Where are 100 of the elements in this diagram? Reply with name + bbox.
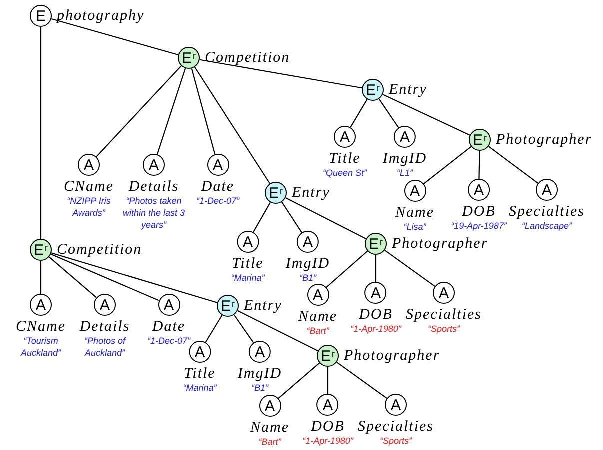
attribute-circle: A <box>317 394 339 416</box>
attribute-value: “Sports” <box>380 435 412 447</box>
attribute-circle: A <box>297 231 319 253</box>
attribute-name: Details <box>128 179 180 195</box>
attribute-name: Name <box>250 420 290 436</box>
attribute-name: Name <box>396 205 434 221</box>
attribute-value: “NZIPP Iris Awards” <box>66 195 112 219</box>
element-circle: E$^{r}$ <box>362 79 384 101</box>
element-name: Photographer <box>496 132 592 148</box>
attribute-name: ImgID <box>382 151 428 167</box>
element-name: Competition <box>57 242 142 258</box>
attribute-name: DOB <box>311 419 345 435</box>
attribute-name: Title <box>184 366 216 382</box>
attribute-value: “Photos of Auckland” <box>83 335 128 359</box>
attribute-name: Title <box>329 151 361 167</box>
attribute-value: “Lisa” <box>404 221 426 233</box>
attribute-value: “1-Dec-07” <box>148 335 190 347</box>
element-name: Entry <box>292 185 330 201</box>
attribute-circle: A <box>207 154 229 176</box>
element-name: Entry <box>244 298 282 314</box>
attribute-circle: A <box>394 126 416 148</box>
connector-line <box>278 362 320 400</box>
connector-line <box>282 202 302 234</box>
connector-line <box>40 27 42 239</box>
attribute-name: Title <box>232 256 264 272</box>
attribute-circle: A <box>30 294 52 316</box>
connector-line <box>234 314 254 344</box>
attribute-name: ImgID <box>286 256 330 272</box>
attribute-value: “B1” <box>299 272 316 284</box>
connector-line <box>51 18 179 56</box>
connector-line <box>286 198 366 240</box>
connector-line <box>478 150 480 180</box>
element-name: Photographer <box>392 236 488 252</box>
attribute-circle: A <box>468 179 490 201</box>
attribute-name: Details <box>80 319 130 335</box>
attribute-circle: A <box>365 282 387 304</box>
connector-line <box>327 367 329 394</box>
connector-line <box>205 315 223 343</box>
attribute-circle: A <box>94 294 116 316</box>
connector-line <box>191 68 216 155</box>
attribute-circle: A <box>334 126 356 148</box>
attribute-value: “Landscape” <box>522 220 572 232</box>
attribute-name: ImgID <box>238 366 282 382</box>
connector-line <box>350 99 368 128</box>
attribute-value: “Photos taken within the last 3 years” <box>122 195 186 231</box>
element-circle: E$^{r}$ <box>317 345 339 367</box>
connector-line <box>50 254 160 302</box>
element-circle: E$^{r}$ <box>469 129 491 151</box>
connector-line <box>156 68 186 155</box>
connector-line <box>384 250 436 288</box>
connector-line <box>382 94 470 136</box>
connector-line <box>194 66 270 184</box>
attribute-value: “Bart” <box>306 325 330 337</box>
attribute-value: “Tourism Auckland” <box>20 335 62 359</box>
attribute-circle: A <box>249 341 271 363</box>
attribute-value: “1-Dec-07” <box>196 195 240 207</box>
element-name: Competition <box>205 50 290 66</box>
connector-line <box>326 250 368 288</box>
attribute-value: “L1” <box>396 167 413 179</box>
element-circle: E$^{r}$ <box>265 182 287 204</box>
element-circle: E$^{r}$ <box>178 47 200 69</box>
connector-line <box>238 310 318 352</box>
connector-line <box>488 146 539 184</box>
attribute-circle: A <box>307 284 329 306</box>
element-name: Photographer <box>344 348 440 364</box>
attribute-name: Date <box>201 179 235 195</box>
attribute-circle: A <box>433 282 455 304</box>
attribute-value: “B1” <box>251 382 268 394</box>
attribute-value: “Bart” <box>258 436 282 448</box>
attribute-name: CName <box>64 179 114 195</box>
attribute-circle: A <box>385 394 407 416</box>
element-circle: E <box>30 5 52 27</box>
attribute-value: “19-Apr-1987” <box>451 220 507 232</box>
attribute-value: “Queen St” <box>322 167 368 179</box>
attribute-value: “1-Apr-1980” <box>302 435 354 447</box>
attribute-name: Specialties <box>509 204 585 220</box>
connector-line <box>375 255 377 282</box>
connector-line <box>336 362 388 400</box>
attribute-value: “Sports” <box>428 323 460 335</box>
attribute-name: CName <box>16 319 66 335</box>
attribute-value: “Marina” <box>183 382 217 394</box>
attribute-circle: A <box>158 294 180 316</box>
connector-line <box>40 261 42 294</box>
attribute-name: Name <box>298 309 338 325</box>
connector-line <box>200 59 362 89</box>
attribute-name: Specialties <box>406 307 482 323</box>
element-name: photography <box>57 8 145 24</box>
attribute-name: DOB <box>359 307 393 323</box>
element-circle: E$^{r}$ <box>217 295 239 317</box>
attribute-circle: A <box>189 341 211 363</box>
attribute-value: “1-Apr-1980” <box>350 323 402 335</box>
attribute-name: Specialties <box>358 419 434 435</box>
connector-line <box>48 256 98 298</box>
attribute-circle: A <box>78 154 100 176</box>
attribute-circle: A <box>259 395 281 417</box>
attribute-value: “Marina” <box>231 272 265 284</box>
attribute-name: DOB <box>462 204 496 220</box>
connector-line <box>423 146 472 185</box>
element-circle: E$^{r}$ <box>30 239 52 261</box>
connector-line <box>378 98 400 128</box>
